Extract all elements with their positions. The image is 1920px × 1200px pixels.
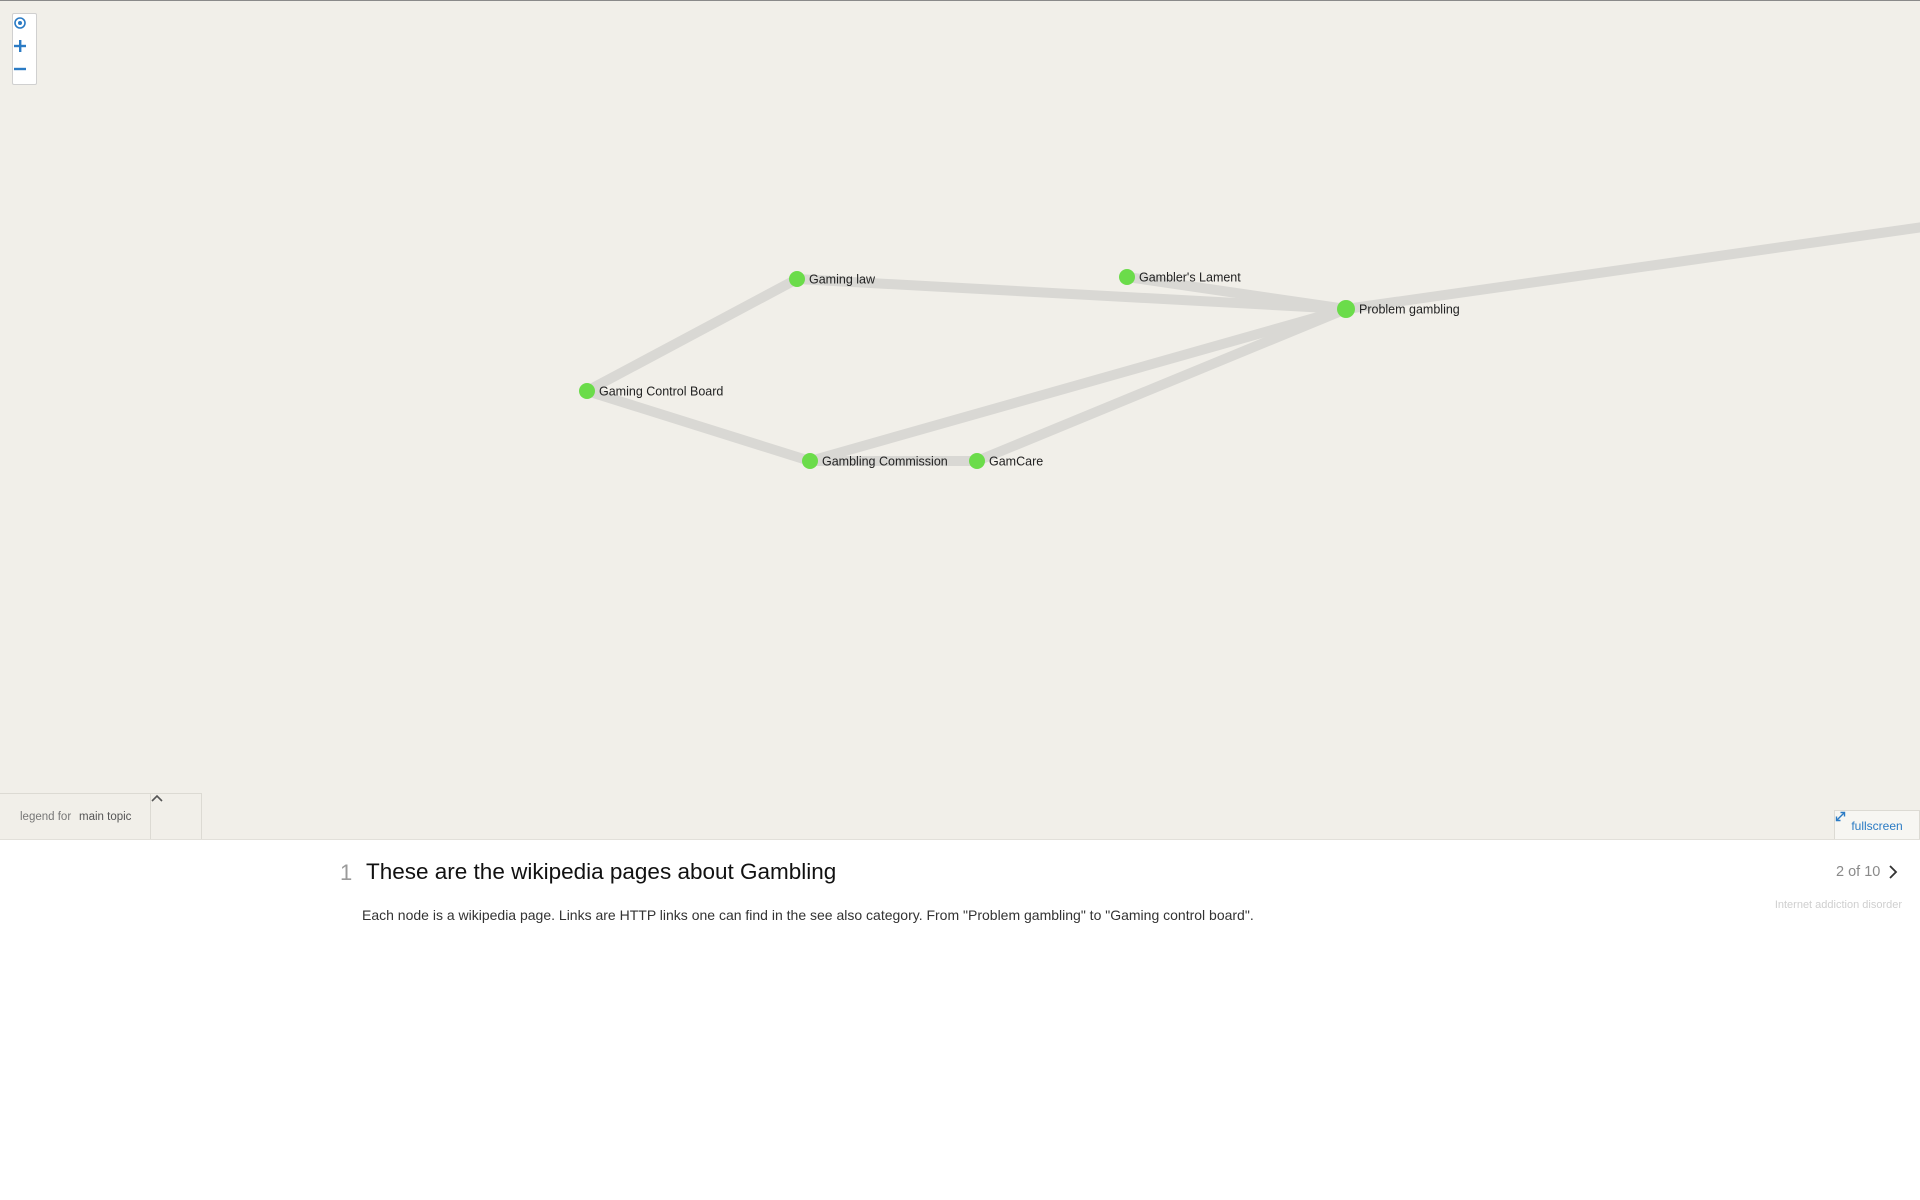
legend-toggle-button[interactable]: [151, 794, 201, 839]
zoom-out-button[interactable]: [13, 62, 36, 84]
node-marker[interactable]: [802, 453, 818, 469]
legend-topic: main topic: [79, 811, 132, 823]
expand-icon: [1835, 811, 1846, 822]
graph-node-gamcare[interactable]: GamCare: [969, 453, 1043, 469]
next-step-button[interactable]: [1888, 864, 1898, 880]
node-marker[interactable]: [1119, 269, 1135, 285]
node-marker[interactable]: [789, 271, 805, 287]
step-number: 1: [340, 860, 353, 885]
recenter-button[interactable]: [13, 16, 36, 38]
fullscreen-button[interactable]: fullscreen: [1834, 810, 1920, 839]
node-label[interactable]: Gambling Commission: [822, 455, 948, 469]
chevron-right-icon: [1889, 865, 1898, 879]
node-label[interactable]: Problem gambling: [1359, 303, 1460, 317]
graph-node-gambling-commission[interactable]: Gambling Commission: [802, 453, 948, 469]
graph-node-gaming-control-board[interactable]: Gaming Control Board: [579, 383, 723, 399]
minus-icon: [14, 67, 26, 71]
zoom-controls: [12, 13, 37, 85]
pager-text: 2 of 10: [1836, 864, 1881, 880]
legend-prefix: legend for: [20, 811, 72, 823]
graph-edge-gambling-commission-problem-gambling: [805, 304, 1351, 466]
graph-node-problem-gambling[interactable]: Problem gambling: [1337, 300, 1460, 318]
legend-divider: [150, 794, 151, 839]
graph-edge-problem-gambling-offscreen-right: [1341, 222, 1920, 314]
step-title: These are the wikipedia pages about Gamb…: [366, 859, 837, 884]
graph-node-gamblers-lament[interactable]: Gambler's Lament: [1119, 269, 1241, 285]
node-label[interactable]: Gaming Control Board: [599, 385, 723, 399]
graph-edge-gaming-control-board-gambling-commission: [582, 386, 815, 466]
plus-icon: [14, 40, 26, 52]
story-panel: 1 These are the wikipedia pages about Ga…: [0, 839, 1920, 1200]
graph-edge-gamblers-lament-problem-gambling: [1122, 272, 1351, 314]
next-step-title[interactable]: Internet addiction disorder: [1774, 899, 1902, 911]
graph-node-gaming-law[interactable]: Gaming law: [789, 271, 876, 287]
node-marker[interactable]: [1337, 300, 1355, 318]
pager: 2 of 10: [1836, 864, 1898, 880]
node-label[interactable]: Gaming law: [809, 273, 876, 287]
graph-edge-gaming-control-board-gaming-law: [582, 274, 802, 396]
graph-edge-gaming-law-problem-gambling: [792, 274, 1351, 314]
legend-bar: legend for main topic: [0, 793, 202, 839]
fullscreen-label: fullscreen: [1851, 818, 1903, 833]
target-icon: [14, 17, 26, 29]
zoom-in-button[interactable]: [13, 39, 36, 61]
node-marker[interactable]: [579, 383, 595, 399]
chevron-up-icon: [151, 794, 163, 802]
node-label[interactable]: GamCare: [989, 455, 1043, 469]
node-marker[interactable]: [969, 453, 985, 469]
graph-edge-gamcare-problem-gambling: [972, 304, 1351, 466]
edge-layer: [582, 222, 1920, 466]
step-description: Each node is a wikipedia page. Links are…: [362, 907, 1254, 923]
node-label[interactable]: Gambler's Lament: [1139, 271, 1241, 285]
